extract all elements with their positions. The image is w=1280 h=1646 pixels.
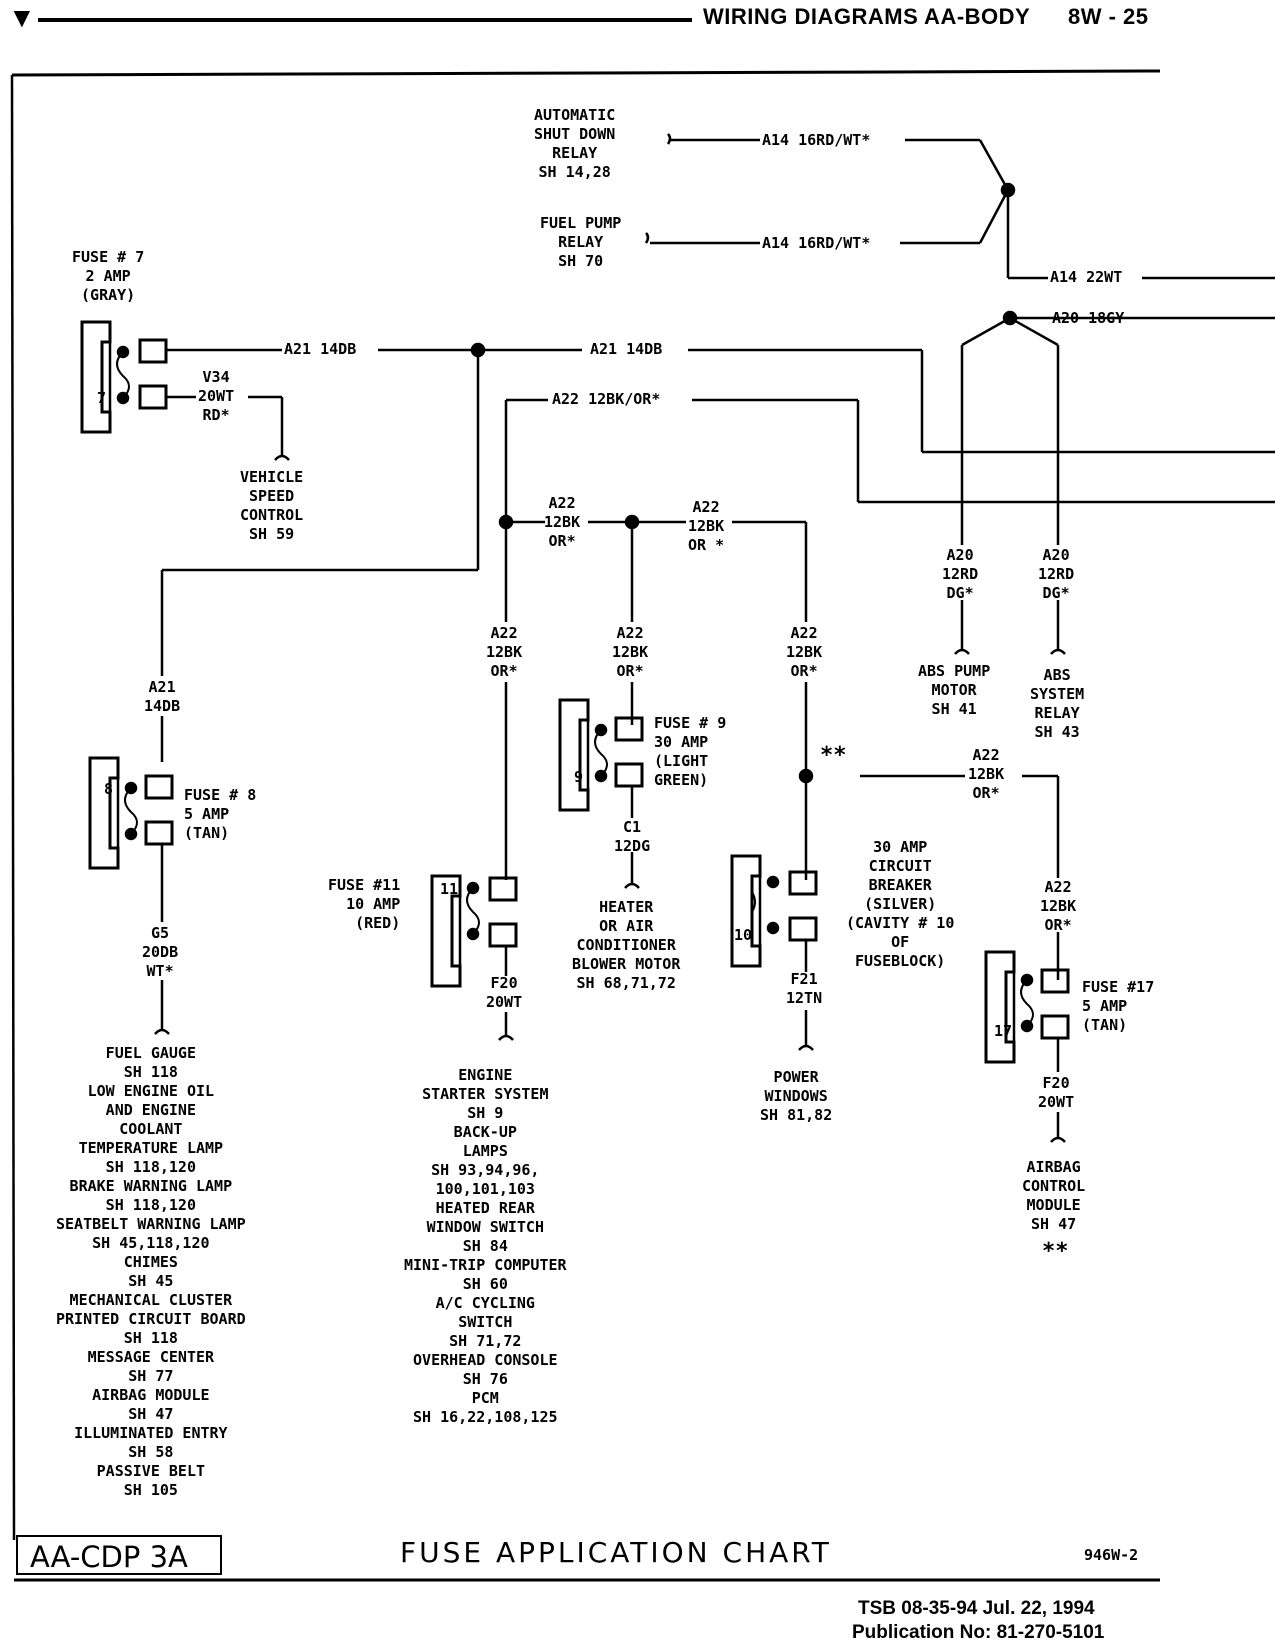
diagram-code-box: AA-CDP 3A [16, 1535, 222, 1575]
a22-j2-label: A22 12BK OR * [688, 498, 725, 554]
fuse8-label: FUSE # 8 5 AMP (TAN) [184, 786, 257, 842]
a20-diag-right [1009, 316, 1059, 347]
abs-relay-connector [1050, 648, 1066, 655]
fuse8-body [88, 756, 120, 870]
header-arrow: ▼ [8, 2, 37, 33]
frame-left [10, 74, 16, 1541]
power-windows-connector [798, 1044, 814, 1051]
g5-label: G5 20DB WT* [142, 924, 179, 980]
header-title: WIRING DIAGRAMS AA-BODY [703, 4, 1031, 29]
publication-line: Publication No: 81-270-5101 [852, 1622, 1105, 1643]
fuse8-load-connector [154, 1028, 170, 1035]
double-star-mark: ** [820, 743, 847, 768]
fuse11-body [430, 874, 462, 988]
fuse7-cavity: 7 [97, 389, 107, 407]
abs-pump-motor-label: ABS PUMP MOTOR SH 41 [918, 662, 991, 718]
a20-pump-label: A20 12RD DG* [942, 546, 979, 602]
fuse11-load-list: ENGINE STARTER SYSTEM SH 9 BACK-UP LAMPS… [404, 1066, 567, 1426]
fuse17-body [984, 950, 1016, 1064]
a22-f11-label: A22 12BK OR* [486, 624, 523, 680]
airbag-control-module-label: AIRBAG CONTROL MODULE SH 47 [1022, 1158, 1086, 1233]
asd-relay-label: AUTOMATIC SHUT DOWN RELAY SH 14,28 [534, 106, 616, 181]
fuse7-body [80, 320, 112, 434]
diagram-ref: 946W-2 [1084, 1546, 1139, 1564]
a21-f8-label: A21 14DB [144, 678, 181, 715]
fuse7-label: FUSE # 7 2 AMP (GRAY) [72, 248, 145, 304]
fuse11-label: FUSE #11 10 AMP (RED) [328, 876, 401, 932]
fp-wire-diag [978, 189, 1010, 244]
vsc-connector [274, 454, 290, 461]
fuse11-cavity: 11 [440, 880, 459, 898]
vehicle-speed-control-label: VEHICLE SPEED CONTROL SH 59 [240, 468, 304, 543]
fuse17-label: FUSE #17 5 AMP (TAN) [1082, 978, 1155, 1034]
circuit-breaker-label: 30 AMP CIRCUIT BREAKER (SILVER) (CAVITY … [846, 838, 955, 970]
a22-cb-label: A22 12BK OR* [786, 624, 823, 680]
airbag-cm-connector [1050, 1136, 1066, 1143]
airbag-double-star: ** [1042, 1239, 1069, 1264]
a21-left-label: A21 14DB [284, 340, 357, 358]
asd-wire-diag [978, 139, 1010, 191]
frame-top [11, 69, 1161, 77]
a21-right-label: A21 14DB [590, 340, 663, 358]
heater-blower-label: HEATER OR AIR CONDITIONER BLOWER MOTOR S… [572, 898, 681, 992]
a20-out-label: A20 18GY [1052, 309, 1125, 327]
asd-connector [666, 133, 672, 145]
asd-wire-label: A14 16RD/WT* [762, 131, 871, 149]
a22-branch-label: A22 12BK OR* [968, 746, 1005, 802]
header-page-ref: 8W - 25 [1068, 4, 1149, 29]
a20-diag-left [961, 316, 1011, 347]
fuse11-load-connector [498, 1034, 514, 1041]
a14-out-label: A14 22WT [1050, 268, 1123, 286]
a20-relay-label: A20 12RD DG* [1038, 546, 1075, 602]
fuse17-cavity: 17 [994, 1022, 1013, 1040]
f20-fuse11-label: F20 20WT [486, 974, 523, 1011]
fuse9-body [558, 698, 590, 812]
f21-label: F21 12TN [786, 970, 823, 1007]
fuse9-cavity: 9 [574, 768, 584, 786]
cb10-body [730, 854, 762, 968]
fuel-pump-relay-label: FUEL PUMP RELAY SH 70 [540, 214, 622, 270]
heater-connector [624, 882, 640, 889]
c1-label: C1 12DG [614, 818, 651, 855]
fuse8-cavity: 8 [104, 780, 114, 798]
f20-fuse17-label: F20 20WT [1038, 1074, 1075, 1111]
v34-label: V34 20WT RD* [198, 368, 235, 424]
circuit-breaker-cavity: 10 [734, 926, 753, 944]
fp-connector [644, 232, 650, 244]
abs-pump-connector [954, 648, 970, 655]
chart-title: FUSE APPLICATION CHART [400, 1536, 832, 1569]
a22-f17-label: A22 12BK OR* [1040, 878, 1077, 934]
tsb-line: TSB 08-35-94 Jul. 22, 1994 [858, 1598, 1095, 1619]
power-windows-label: POWER WINDOWS SH 81,82 [760, 1068, 833, 1124]
fuel-pump-wire-label: A14 16RD/WT* [762, 234, 871, 252]
fuse9-label: FUSE # 9 30 AMP (LIGHT GREEN) [654, 714, 727, 789]
fuse8-load-list: FUEL GAUGE SH 118 LOW ENGINE OIL AND ENG… [56, 1044, 246, 1499]
a22-f9-label: A22 12BK OR* [612, 624, 649, 680]
abs-system-relay-label: ABS SYSTEM RELAY SH 43 [1030, 666, 1085, 741]
a22-top-label: A22 12BK/OR* [552, 390, 661, 408]
a22-j1-label: A22 12BK OR* [544, 494, 581, 550]
